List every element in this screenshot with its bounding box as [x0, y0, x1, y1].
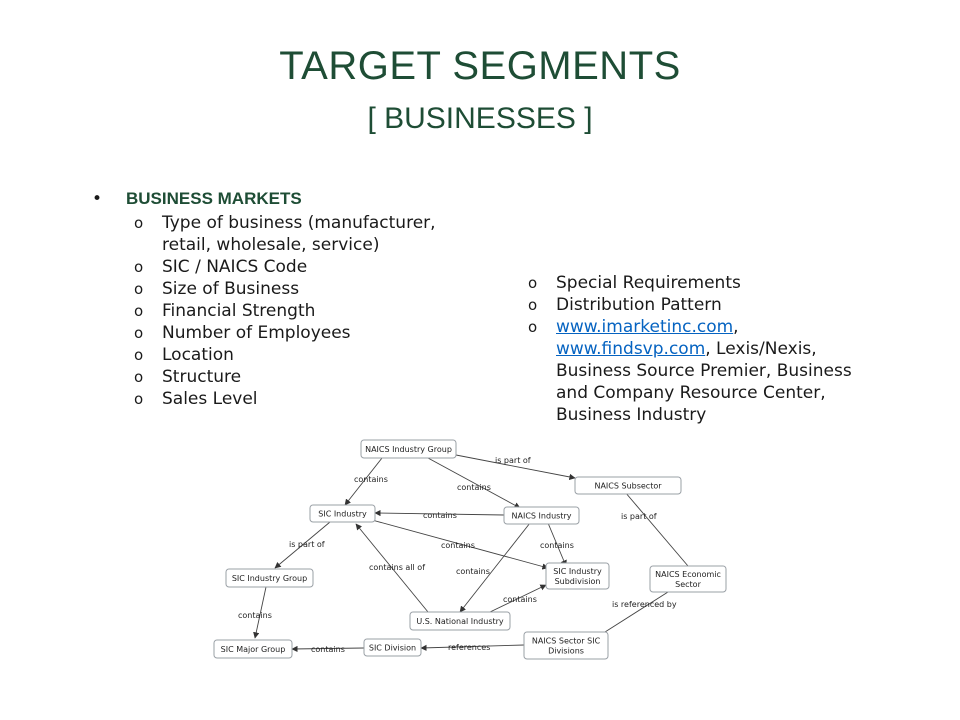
edge-is-part-of	[274, 521, 331, 569]
svg-text:U.S. National Industry: U.S. National Industry	[416, 617, 504, 626]
node-naics-economic-sector: NAICS Economic Sector	[649, 565, 727, 593]
svg-text:SIC Industry: SIC Industry	[318, 510, 367, 519]
circle-bullet-icon: o	[134, 302, 144, 320]
edge-contains	[489, 584, 547, 613]
edge-contains-all-of	[355, 523, 429, 613]
edge-label: contains	[503, 595, 537, 604]
edge-contains	[371, 519, 549, 570]
circle-bullet-icon: o	[528, 318, 538, 336]
svg-text:NAICS Economic: NAICS Economic	[655, 570, 721, 579]
bullet-icon: •	[92, 189, 103, 209]
node-sic-industry-group: SIC Industry Group	[225, 568, 314, 588]
svg-text:Divisions: Divisions	[548, 647, 584, 656]
circle-bullet-icon: o	[134, 324, 144, 342]
findsvp-link[interactable]: www.findsvp.com	[556, 339, 706, 359]
edge-contains	[344, 457, 383, 506]
node-sic-industry-subdivision: SIC Industry Subdivision	[545, 562, 610, 590]
circle-bullet-icon: o	[528, 296, 538, 314]
edge-label: contains	[441, 541, 475, 550]
node-naics-sector-sic-divisions: NAICS Sector SIC Divisions	[523, 631, 609, 660]
svg-text:SIC Industry: SIC Industry	[553, 567, 602, 576]
svg-text:SIC Division: SIC Division	[369, 644, 416, 653]
edge-contains	[253, 586, 267, 639]
svg-text:NAICS Industry: NAICS Industry	[512, 512, 572, 521]
edge-label: is part of	[495, 456, 531, 465]
node-naics-industry: NAICS Industry	[503, 506, 580, 525]
circle-bullet-icon: o	[134, 368, 144, 386]
edge-contains	[291, 645, 365, 653]
circle-bullet-icon: o	[134, 390, 144, 408]
edge-is-referenced-by	[604, 591, 669, 633]
svg-text:Sector: Sector	[675, 580, 701, 589]
edge-contains	[374, 509, 505, 517]
resource-links: www.imarketinc.com,www.findsvp.com, Lexi…	[556, 317, 852, 425]
edge-label: is part of	[289, 540, 325, 549]
edge-label: references	[448, 643, 490, 652]
node-naics-subsector: NAICS Subsector	[574, 476, 682, 495]
circle-bullet-icon: o	[528, 274, 538, 292]
edge-label: contains	[540, 541, 574, 550]
edge-label: is part of	[621, 512, 657, 521]
edge-contains	[459, 522, 531, 613]
list-item: o www.imarketinc.com,www.findsvp.com, Le…	[528, 316, 868, 426]
edge-label: contains	[354, 475, 388, 484]
edge-label: contains	[423, 511, 457, 520]
node-naics-industry-group: NAICS Industry Group	[360, 439, 457, 459]
page-title: TARGET SEGMENTS	[279, 44, 681, 88]
circle-bullet-icon: o	[134, 280, 144, 298]
edge-label: contains	[457, 483, 491, 492]
node-sic-division: SIC Division	[363, 638, 422, 657]
edge-contains	[547, 522, 567, 567]
node-us-national-industry: U.S. National Industry	[409, 611, 511, 631]
svg-text:SIC Industry Group: SIC Industry Group	[232, 574, 307, 583]
edge-label: contains	[456, 567, 490, 576]
node-sic-major-group: SIC Major Group	[213, 639, 293, 659]
section-heading: BUSINESS MARKETS	[126, 189, 302, 208]
svg-text:NAICS Sector SIC: NAICS Sector SIC	[532, 637, 601, 646]
edge-is-part-of	[455, 454, 576, 481]
svg-text:NAICS Subsector: NAICS Subsector	[594, 482, 662, 491]
node-sic-industry: SIC Industry	[309, 504, 376, 523]
edge-is-part-of	[624, 491, 689, 567]
diagram-edges: is part of contains contains contains is…	[238, 454, 689, 654]
edge-label: is referenced by	[612, 600, 677, 609]
page-subtitle: [ BUSINESSES ]	[367, 102, 593, 135]
circle-bullet-icon: o	[134, 258, 144, 276]
edge-references	[420, 644, 525, 651]
edge-contains	[427, 457, 521, 509]
circle-bullet-icon: o	[134, 346, 144, 364]
edge-label: contains	[238, 611, 272, 620]
circle-bullet-icon: o	[134, 214, 144, 232]
svg-text:NAICS Industry Group: NAICS Industry Group	[365, 445, 452, 454]
bullet-heading: • BUSINESS MARKETS	[92, 188, 482, 210]
svg-text:SIC Major Group: SIC Major Group	[221, 645, 286, 654]
edge-label: contains all of	[369, 563, 425, 572]
edge-label: contains	[311, 645, 345, 654]
imarketinc-link[interactable]: www.imarketinc.com	[556, 317, 734, 337]
svg-text:Subdivision: Subdivision	[555, 577, 601, 586]
resource-names: , Lexis/Nexis, Business Source Premier, …	[556, 339, 852, 425]
